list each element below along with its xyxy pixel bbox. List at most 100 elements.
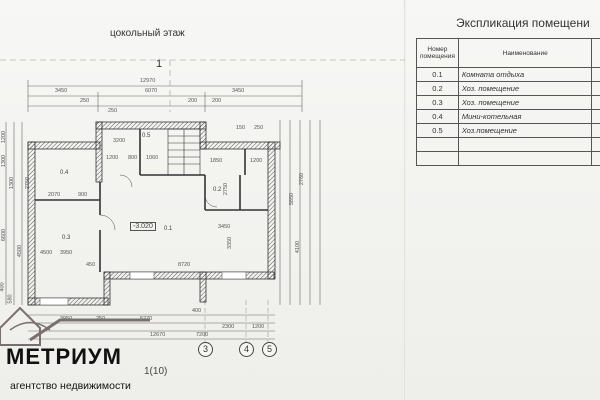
- dimension-label: 3450: [218, 224, 231, 230]
- table-row: 0.1 Комната отдыха: [416, 67, 600, 82]
- dimension-label: 8720: [178, 262, 191, 268]
- dimension-label: 400: [0, 282, 6, 292]
- section-mark-number: 1: [156, 58, 163, 70]
- table-row-empty: [416, 137, 600, 152]
- axis-marker: 4: [239, 342, 254, 357]
- table-row: 0.3 Хоз. помещение: [416, 95, 600, 110]
- dimension-label: 7200: [196, 332, 209, 338]
- door-swings: [99, 174, 218, 231]
- dimension-label: 2750: [25, 176, 32, 190]
- dimension-label: 400: [192, 308, 202, 314]
- dimension-label: 1200: [106, 155, 119, 161]
- dimension-label: 2750: [223, 182, 230, 196]
- level-mark: -3.020: [130, 222, 156, 231]
- room-extra: [591, 109, 600, 124]
- dimension-lines-top: [0, 59, 405, 112]
- explication-title: Экспликация помещени: [456, 16, 590, 30]
- room-number: 0.4: [416, 109, 459, 124]
- dimension-lines-bottom: [28, 314, 275, 340]
- dimension-label: 2760: [299, 172, 306, 186]
- brand-tagline: агентство недвижимости: [10, 380, 131, 392]
- brand-name: МЕТРИУМ: [6, 344, 122, 369]
- partitions: [35, 129, 268, 272]
- table-row: 0.5 Хоз.помещение: [416, 123, 600, 138]
- dimension-label: 4100: [295, 240, 302, 254]
- house-logo-icon: [0, 306, 150, 346]
- room-number: 0.3: [416, 95, 459, 110]
- dimension-label: 6070: [145, 88, 158, 94]
- dimension-label: 6600: [1, 228, 8, 242]
- room-tag: 0.3: [62, 235, 71, 241]
- room-extra: [591, 123, 600, 138]
- dimension-label: 450: [86, 262, 96, 268]
- room-number: 0.2: [416, 81, 459, 96]
- column-header-number: Номер помещения: [416, 38, 459, 68]
- room-name: Комната отдыха: [457, 67, 593, 82]
- room-tag: 0.1: [164, 226, 173, 232]
- dimension-label: 3450: [232, 88, 245, 94]
- room-extra-empty: [591, 151, 600, 166]
- room-tag: 0.4: [60, 170, 69, 176]
- room-name: Хоз. помещение: [457, 81, 593, 96]
- dimension-label: 12970: [140, 78, 156, 84]
- dimension-label: 150: [236, 125, 246, 131]
- column-header-name: Наименование: [457, 38, 593, 68]
- room-name: Хоз.помещение: [457, 123, 593, 138]
- dimension-label: 250: [80, 98, 90, 104]
- brand-watermark: МЕТРИУМ агентство недвижимости: [0, 300, 280, 400]
- dimension-label: 1200: [252, 324, 265, 330]
- room-tag: 0.2: [213, 187, 222, 193]
- dimension-label: 900: [78, 192, 88, 198]
- room-extra: [591, 95, 600, 110]
- dimension-label: 1850: [210, 158, 223, 164]
- dimension-label: 3950: [60, 250, 73, 256]
- dimension-label: 3350: [227, 236, 234, 250]
- room-extra: [591, 67, 600, 82]
- axis-marker: 5: [262, 342, 277, 357]
- dimension-label: 2070: [48, 192, 61, 198]
- dimension-label: 200: [188, 98, 198, 104]
- dimension-label: 4500: [17, 244, 24, 258]
- dimension-label: 1200: [250, 158, 263, 164]
- dimension-label: 250: [108, 108, 118, 114]
- table-header-row: Номер помещения Наименование: [416, 38, 600, 68]
- column-header-extra: [591, 38, 600, 68]
- room-number: 0.5: [416, 123, 459, 138]
- dimension-label: 800: [128, 155, 138, 161]
- room-name-empty: [457, 151, 593, 166]
- windows: [39, 271, 247, 306]
- dimension-label: 3200: [113, 138, 126, 144]
- dimension-lines-right: [279, 120, 321, 305]
- dimension-label: 250: [254, 125, 264, 131]
- room-number-empty: [416, 151, 459, 166]
- dimension-label: 200: [212, 98, 222, 104]
- paper-fold: [404, 0, 406, 400]
- floor-plan-drawing: [0, 59, 405, 345]
- dimension-label: 4500: [40, 250, 53, 256]
- section-mark: 1: [156, 58, 162, 70]
- room-extra-empty: [591, 137, 600, 152]
- room-name: Хоз. помещение: [457, 95, 593, 110]
- dimension-label: 12670: [150, 332, 166, 338]
- room-tag: 0.5: [142, 133, 151, 139]
- axis-marker: 3: [198, 342, 213, 357]
- scale-label: 1(10): [144, 366, 168, 377]
- table-row: 0.4 Мини-котельная: [416, 109, 600, 124]
- plan-title: цокольный этаж: [110, 28, 185, 39]
- outer-walls: [27, 121, 281, 306]
- room-name: Мини-котельная: [457, 109, 593, 124]
- table-row: 0.2 Хоз. помещение: [416, 81, 600, 96]
- dimension-label: 1300: [1, 154, 8, 168]
- table-row-empty: [416, 151, 600, 166]
- dimension-label: 2300: [222, 324, 235, 330]
- dimension-label: 5850: [289, 192, 296, 206]
- staircase: [167, 128, 201, 176]
- dimension-label: 1300: [9, 176, 16, 190]
- room-number-empty: [416, 137, 459, 152]
- room-extra: [591, 81, 600, 96]
- dimension-lines-left: [5, 122, 23, 305]
- dimension-label: 1060: [146, 155, 159, 161]
- dimension-label: 3450: [55, 88, 68, 94]
- room-name-empty: [457, 137, 593, 152]
